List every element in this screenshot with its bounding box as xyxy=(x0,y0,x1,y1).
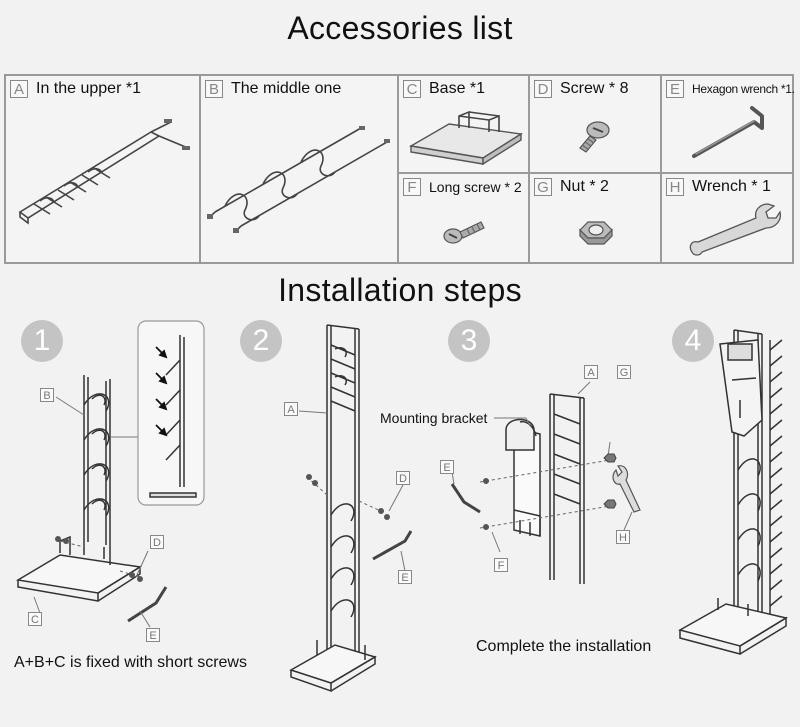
step-2-tag-a: A xyxy=(284,402,298,416)
step-3-tag-a: A xyxy=(584,365,598,379)
step-2-number: 2 xyxy=(240,320,282,362)
accessory-d-letter: D xyxy=(534,80,552,98)
accessory-e-letter: E xyxy=(666,80,684,98)
step-1-tag-b: B xyxy=(40,388,54,402)
hexagon-wrench-icon xyxy=(662,76,794,174)
mounting-bracket-callout: Mounting bracket xyxy=(380,410,488,426)
step-1-diagram xyxy=(0,315,215,695)
accessory-f-letter: F xyxy=(403,178,421,196)
step-3-number: 3 xyxy=(448,320,490,362)
accessory-h: H Wrench * 1 xyxy=(661,173,793,263)
accessory-d-label: Screw * 8 xyxy=(560,80,629,97)
step-4-diagram xyxy=(670,300,800,700)
accessory-g: G Nut * 2 xyxy=(529,173,661,263)
step-3-tag-e: E xyxy=(440,460,454,474)
step-1-tag-e: E xyxy=(146,628,160,642)
open-end-wrench-icon xyxy=(662,174,794,264)
step-3-tag-f: F xyxy=(494,558,508,572)
accessory-g-label: Nut * 2 xyxy=(560,178,609,195)
base-plate-illustration xyxy=(399,76,530,174)
accessory-a-label: In the upper *1 xyxy=(36,80,141,97)
step-2-tag-e: E xyxy=(398,570,412,584)
step-2-diagram xyxy=(225,315,425,715)
step-1-tag-c: C xyxy=(28,612,42,626)
installation-title: Installation steps xyxy=(278,272,522,308)
step-3-diagram xyxy=(430,360,660,660)
accessory-c: C Base *1 xyxy=(398,75,529,173)
accessory-h-letter: H xyxy=(666,178,684,196)
step-4-number: 4 xyxy=(672,320,714,362)
accessory-g-letter: G xyxy=(534,178,552,196)
accessory-b-letter: B xyxy=(205,80,223,98)
middle-frame-illustration xyxy=(207,126,390,233)
upper-frame-illustration xyxy=(6,119,190,264)
accessory-f: F Long screw * 2 xyxy=(398,173,529,263)
accessory-a: A In the upper *1 xyxy=(5,75,200,263)
accessories-grid: A In the upper *1 B The middle one xyxy=(4,74,795,264)
accessory-e-label: Hexagon wrench *1. xyxy=(692,82,795,96)
accessory-c-label: Base *1 xyxy=(429,80,486,97)
screw-icon xyxy=(530,76,662,174)
step-3-tag-h: H xyxy=(616,530,630,544)
step-1-caption: A+B+C is fixed with short screws xyxy=(14,654,247,671)
accessory-b-label: The middle one xyxy=(231,80,342,97)
accessory-a-letter: A xyxy=(10,80,28,98)
accessory-e: E Hexagon wrench *1. xyxy=(661,75,795,174)
long-screw-icon xyxy=(399,174,530,264)
step-2-tag-d: D xyxy=(396,471,410,485)
accessory-c-letter: C xyxy=(403,80,421,98)
accessory-b: B The middle one xyxy=(200,75,398,263)
accessories-title: Accessories list xyxy=(287,10,513,46)
accessory-f-label: Long screw * 2 xyxy=(429,179,522,195)
step-1-tag-d: D xyxy=(150,535,164,549)
step-3-tag-g: G xyxy=(617,365,631,379)
step-3-caption: Complete the installation xyxy=(476,638,652,655)
step-1-number: 1 xyxy=(21,320,63,362)
accessory-h-label: Wrench * 1 xyxy=(692,178,771,195)
nut-icon xyxy=(530,174,662,264)
accessory-d: D Screw * 8 xyxy=(529,75,661,173)
